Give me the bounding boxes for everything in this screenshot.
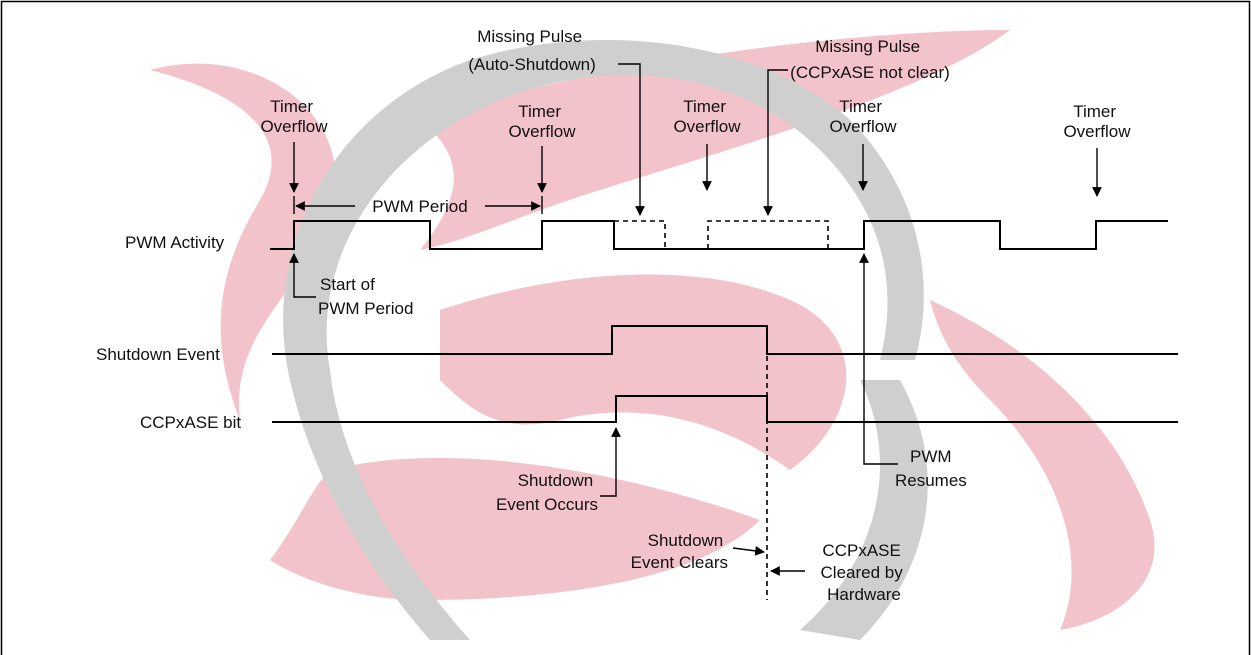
pwm-resumes-leader (859, 253, 898, 465)
watermark-pink-band-top (420, 30, 1010, 250)
watermark-pink-swoosh-top (150, 63, 336, 420)
ccpxase-bit-waveform (272, 395, 1178, 423)
missing-pulse-auto-shutdown-label: Missing Pulse (Auto-Shutdown) (468, 27, 596, 74)
watermark-gray-swoosh-right (800, 380, 928, 640)
timer-overflow-label-3: Timer Overflow (673, 97, 741, 136)
ccpxase-cleared-label: CCPxASE Cleared by Hardware (821, 541, 908, 604)
missing-pulse-not-clear-label: Missing Pulse (CCPxASE not clear) (790, 37, 950, 82)
pwm-activity-waveform (270, 220, 1168, 250)
start-of-pwm-period-label: Start of PWM Period (318, 275, 413, 318)
shutdown-event-waveform (272, 325, 1178, 355)
timer-overflow-label-2: Timer Overflow (508, 102, 576, 141)
watermark-pink-band-mid (440, 274, 847, 470)
pwm-resumes-label: PWM Resumes (895, 447, 967, 490)
signal-label-ccpxase-bit: CCPxASE bit (140, 413, 241, 432)
missing-pulse-auto-shutdown-leader (618, 63, 645, 216)
missing-pulse-2-dashed (707, 220, 829, 249)
shutdown-event-occurs-label: Shutdown Event Occurs (496, 471, 598, 514)
start-of-pwm-period-leader (289, 253, 316, 298)
shutdown-event-occurs-leader (600, 427, 621, 497)
watermark-pink-tail-right (930, 300, 1155, 630)
signal-label-shutdown-event: Shutdown Event (96, 345, 220, 364)
timer-overflow-label-4: Timer Overflow (829, 97, 897, 136)
missing-pulse-not-clear-leader (763, 69, 788, 216)
missing-pulse-1-dashed (614, 220, 666, 249)
shutdown-event-clears-label: Shutdown Event Clears (631, 531, 728, 572)
pwm-period-label: PWM Period (372, 197, 467, 216)
shutdown-event-clears-arrow (732, 546, 765, 556)
signal-label-pwm-activity: PWM Activity (125, 233, 225, 252)
timer-overflow-label-5: Timer Overflow (1063, 102, 1131, 141)
timer-overflow-label-1: Timer Overflow (260, 97, 328, 136)
